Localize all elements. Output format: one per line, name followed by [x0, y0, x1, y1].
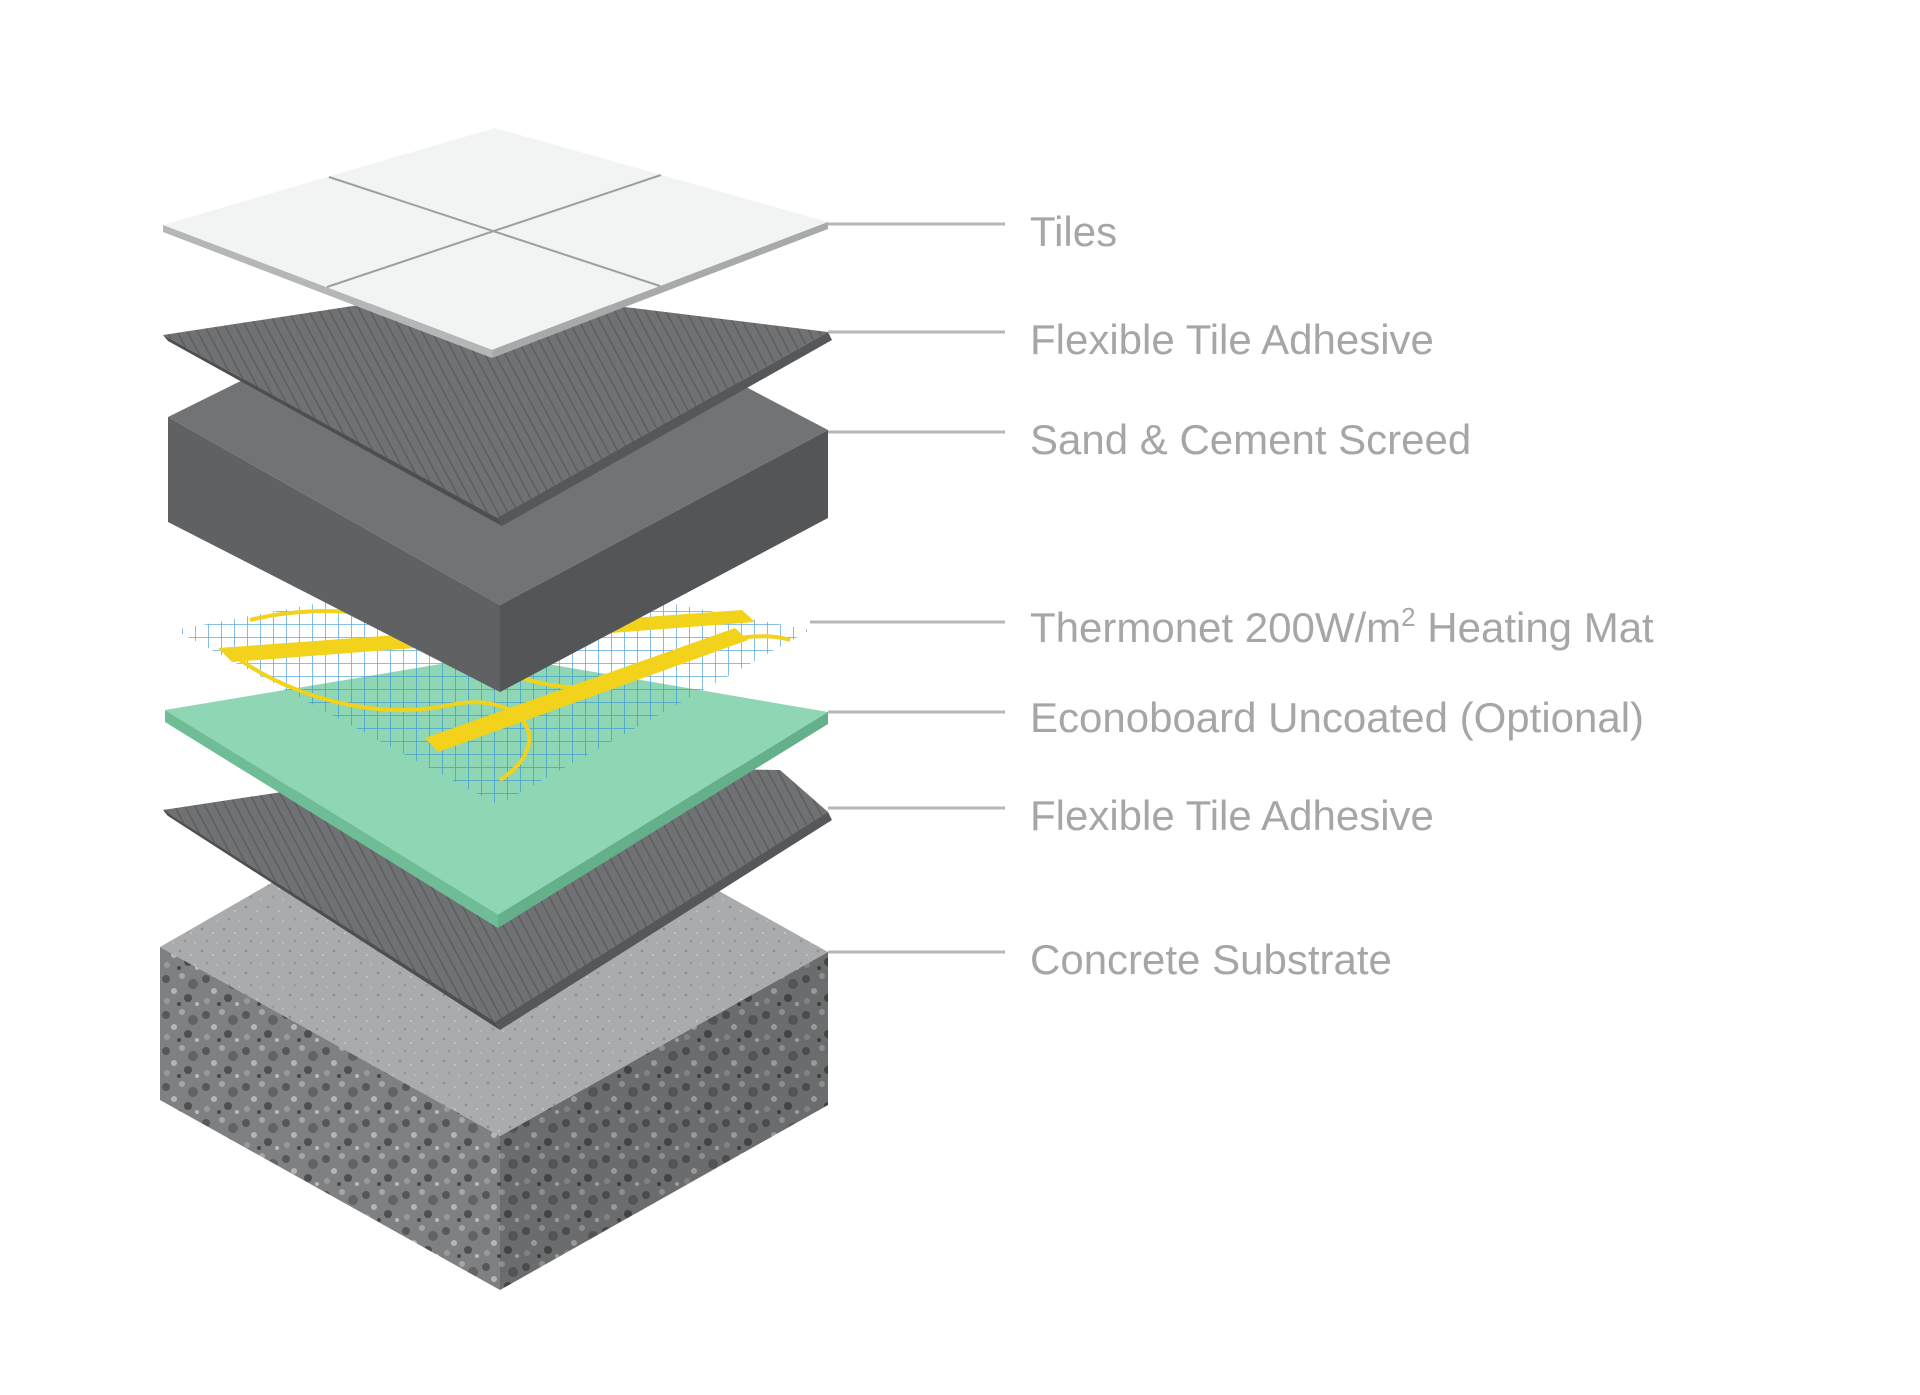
- leader-lines: [810, 222, 1005, 954]
- label-heating-mat-superscript: 2: [1401, 602, 1415, 632]
- label-heating-mat-tail: Heating Mat: [1416, 604, 1654, 651]
- label-tiles: Tiles: [1030, 208, 1117, 255]
- layer-labels: Tiles Flexible Tile Adhesive Sand & Ceme…: [1030, 208, 1654, 983]
- label-adhesive-bottom: Flexible Tile Adhesive: [1030, 792, 1434, 839]
- label-econoboard: Econoboard Uncoated (Optional): [1030, 694, 1644, 741]
- tiles-layer: [163, 128, 828, 358]
- label-adhesive-top: Flexible Tile Adhesive: [1030, 316, 1434, 363]
- label-concrete: Concrete Substrate: [1030, 936, 1392, 983]
- adhesive-top-layer: [163, 288, 832, 526]
- label-screed: Sand & Cement Screed: [1030, 416, 1471, 463]
- label-heating-mat: Thermonet 200W/m2 Heating Mat: [1030, 602, 1654, 651]
- label-heating-mat-main: Thermonet 200W/m: [1030, 604, 1401, 651]
